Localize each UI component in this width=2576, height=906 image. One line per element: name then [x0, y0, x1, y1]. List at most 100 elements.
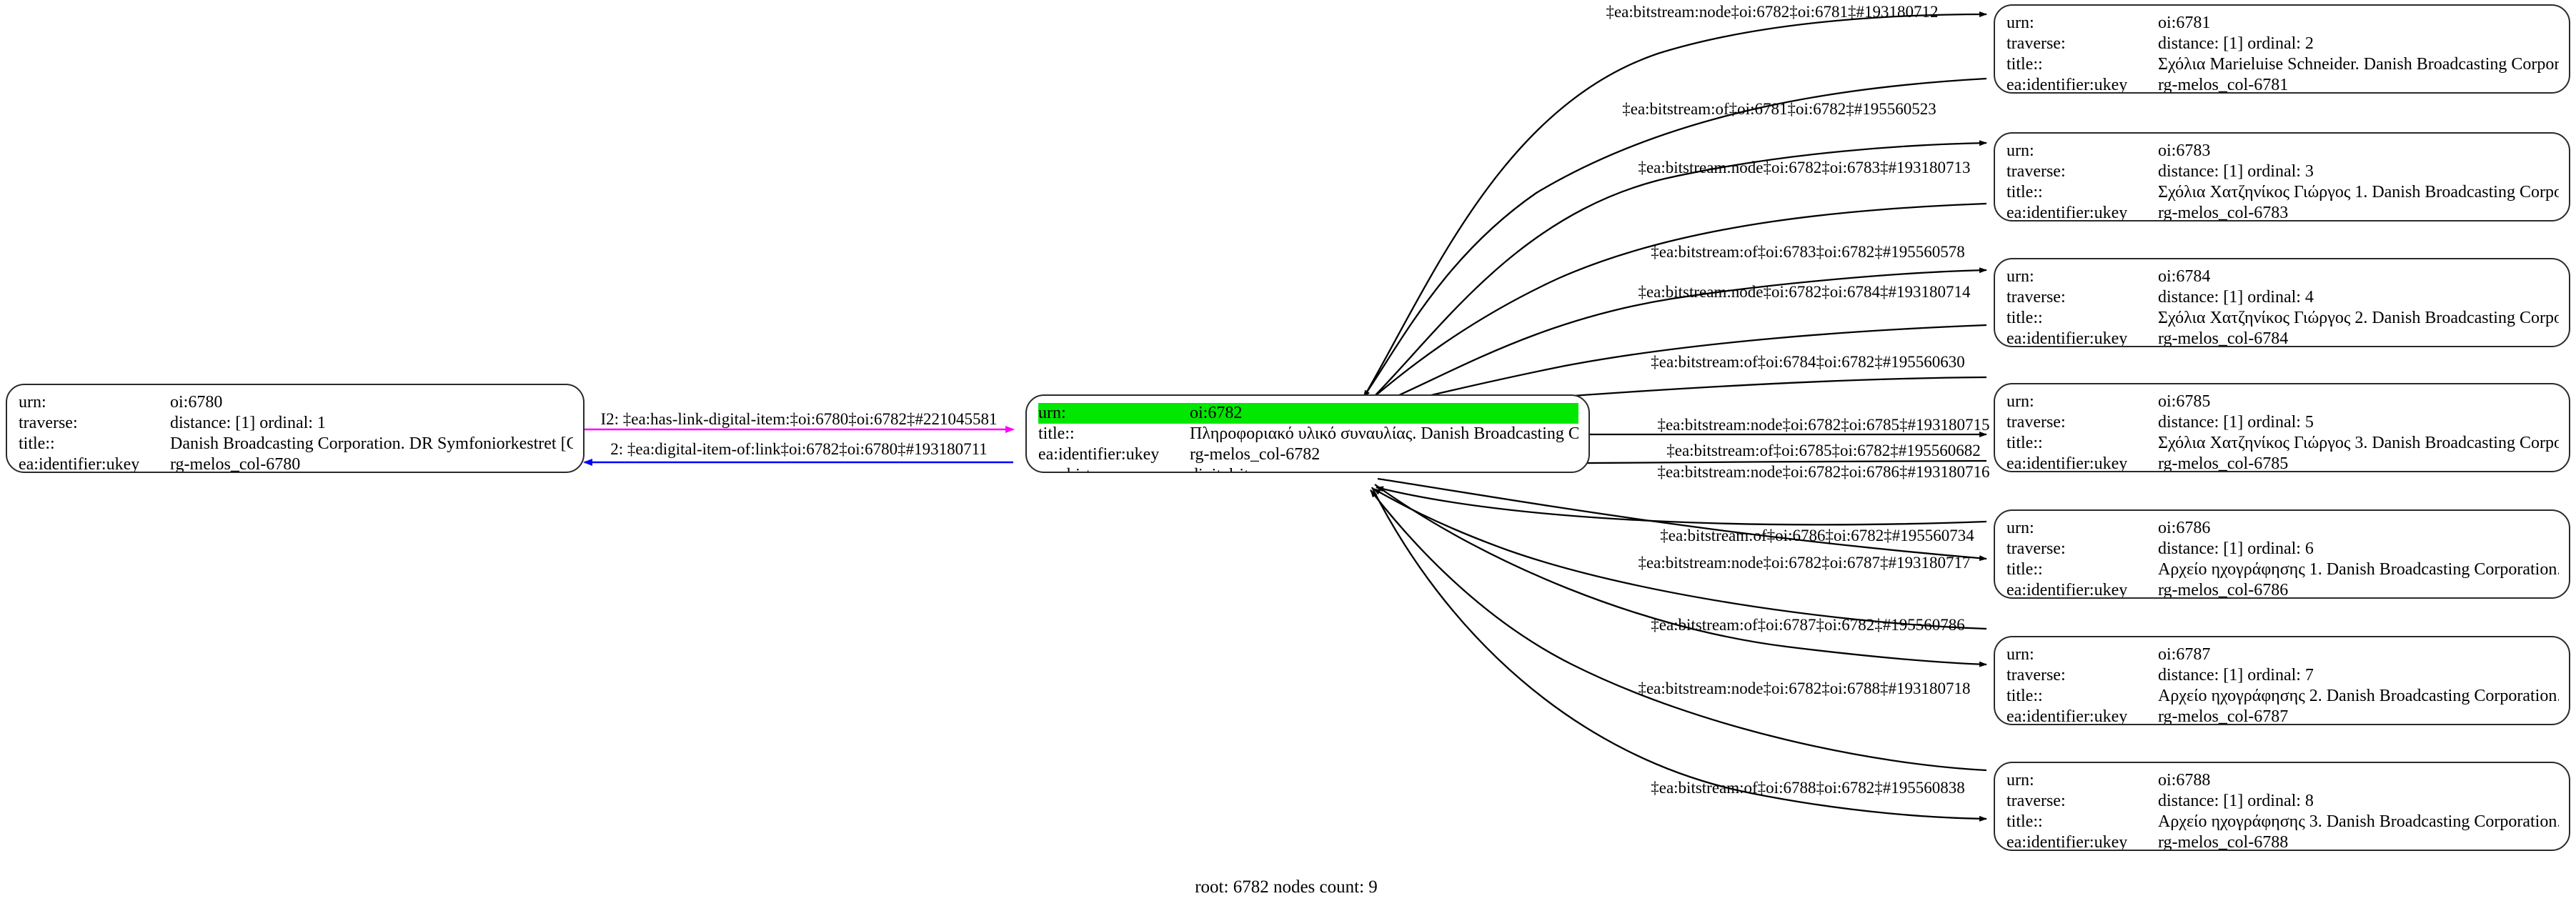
- field-label-ukey: ea:identifier:ukey: [2006, 204, 2128, 221]
- field-value-ukey: rg-melos_col-6787: [2158, 707, 2289, 725]
- node-row-title: title:: Σχόλια Χατζηνίκος Γιώργος 3. Dan…: [2006, 433, 2559, 454]
- field-value-traverse: distance: [1] ordinal: 8: [2158, 792, 2314, 810]
- node-row-ukey: ea:identifier:ukey rg-melos_col-6788: [2006, 832, 2559, 851]
- node-row-ukey: ea:identifier:ukey rg-melos_col-6786: [2006, 580, 2559, 599]
- field-value-urn: oi:6785: [2158, 392, 2211, 411]
- field-label-title: title::: [2006, 55, 2043, 74]
- field-value-traverse: distance: [1] ordinal: 2: [2158, 34, 2314, 53]
- field-label-title: title::: [2006, 434, 2043, 452]
- edge-label-of-6785: ‡ea:bitstream:of‡oi:6785‡oi:6782‡#195560…: [1666, 442, 1981, 459]
- edge-label-left-backward: 2: ‡ea:digital-item-of:link‡oi:6782‡oi:6…: [610, 440, 988, 458]
- field-label-urn: urn:: [2006, 267, 2034, 286]
- field-value-urn: oi:6788: [2158, 771, 2211, 790]
- node-row-title: title:: Danish Broadcasting Corporation.…: [19, 434, 573, 454]
- field-label-ukey: ea:identifier:ukey: [2006, 707, 2128, 725]
- field-label-ukey: ea:identifier:ukey: [2006, 454, 2128, 472]
- field-label-urn: urn:: [1038, 403, 1190, 424]
- node-row-traverse: traverse: distance: [1] ordinal: 4: [2006, 287, 2559, 308]
- node-row-ukey: ea:identifier:ukey rg-melos_col-6784: [2006, 329, 2559, 347]
- field-value-title: Σχόλια Χατζηνίκος Γιώργος 2. Danish Broa…: [2158, 309, 2559, 327]
- edge-label-left-forward: I2: ‡ea:has-link-digital-item:‡oi:6780‡o…: [600, 410, 998, 428]
- node-row-ukey: ea:identifier:ukey rg-melos_col-6782: [1038, 444, 1578, 465]
- node-row-urn: urn: oi:6781: [2006, 13, 2559, 34]
- graph-caption: root: 6782 nodes count: 9: [1195, 877, 1378, 897]
- field-value-title: Σχόλια Χατζηνίκος Γιώργος 3. Danish Broa…: [2158, 434, 2559, 452]
- edge-label-of-6788: ‡ea:bitstream:of‡oi:6788‡oi:6782‡#195560…: [1651, 779, 1965, 797]
- field-label-title: title::: [2006, 309, 2043, 327]
- field-label-ukey: ea:identifier:ukey: [2006, 833, 2128, 851]
- edge-label-node-6785: ‡ea:bitstream:node‡oi:6782‡oi:6785‡#1931…: [1657, 416, 1990, 434]
- field-value-title: Σχόλια Χατζηνίκος Γιώργος 1. Danish Broa…: [2158, 183, 2559, 201]
- node-oi-6785[interactable]: urn: oi:6785 traverse: distance: [1] ord…: [1994, 383, 2570, 472]
- field-label-title: title::: [2006, 560, 2043, 579]
- field-label-traverse: traverse:: [2006, 413, 2066, 432]
- field-label-urn: urn:: [2006, 645, 2034, 664]
- edge-label-of-6783: ‡ea:bitstream:of‡oi:6783‡oi:6782‡#195560…: [1651, 243, 1965, 261]
- node-row-title: title:: Σχόλια Χατζηνίκος Γιώργος 2. Dan…: [2006, 308, 2559, 329]
- node-oi-6787[interactable]: urn: oi:6787 traverse: distance: [1] ord…: [1994, 636, 2570, 725]
- field-label-urn: urn:: [2006, 392, 2034, 411]
- field-label-urn: urn:: [2006, 141, 2034, 160]
- node-row-urn: urn: oi:6788: [2006, 770, 2559, 791]
- field-value-title: Αρχείο ηχογράφησης 3. Danish Broadcastin…: [2158, 812, 2559, 831]
- field-value-title: Danish Broadcasting Corporation. DR Symf…: [170, 434, 573, 453]
- field-value-ukey: rg-melos_col-6784: [2158, 329, 2289, 347]
- node-row-title: title:: Σχόλια Marieluise Schneider. Dan…: [2006, 54, 2559, 75]
- node-row-title: title:: Αρχείο ηχογράφησης 3. Danish Bro…: [2006, 812, 2559, 832]
- field-value-title: Αρχείο ηχογράφησης 1. Danish Broadcastin…: [2158, 560, 2559, 579]
- field-value-traverse: distance: [1] ordinal: 1: [170, 414, 326, 432]
- node-row-title: title:: Σχόλια Χατζηνίκος Γιώργος 1. Dan…: [2006, 182, 2559, 203]
- field-value-objtype: digital-item: [1190, 465, 1578, 472]
- node-oi-6783[interactable]: urn: oi:6783 traverse: distance: [1] ord…: [1994, 132, 2570, 221]
- field-value-urn: oi:6782: [1190, 403, 1578, 424]
- node-row-ukey: ea:identifier:ukey rg-melos_col-6780: [19, 454, 573, 473]
- field-value-traverse: distance: [1] ordinal: 3: [2158, 162, 2314, 181]
- node-oi-6784[interactable]: urn: oi:6784 traverse: distance: [1] ord…: [1994, 258, 2570, 347]
- node-oi-6781[interactable]: urn: oi:6781 traverse: distance: [1] ord…: [1994, 4, 2570, 94]
- field-value-ukey: rg-melos_col-6782: [1190, 445, 1321, 464]
- node-row-ukey: ea:identifier:ukey rg-melos_col-6785: [2006, 454, 2559, 472]
- node-oi-6782-root[interactable]: urn: oi:6782 title:: Πληροφοριακό υλικό …: [1025, 394, 1590, 473]
- node-oi-6780[interactable]: urn: oi:6780 traverse: distance: [1] ord…: [6, 384, 585, 473]
- field-label-objtype: ea:obj-type:: [1038, 465, 1190, 472]
- node-oi-6786[interactable]: urn: oi:6786 traverse: distance: [1] ord…: [1994, 509, 2570, 599]
- field-value-title: Αρχείο ηχογράφησης 2. Danish Broadcastin…: [2158, 687, 2559, 705]
- edge-label-node-6786: ‡ea:bitstream:node‡oi:6782‡oi:6786‡#1931…: [1657, 463, 1990, 481]
- edge-label-node-6783: ‡ea:bitstream:node‡oi:6782‡oi:6783‡#1931…: [1638, 159, 1971, 176]
- edge-label-node-6787: ‡ea:bitstream:node‡oi:6782‡oi:6787‡#1931…: [1638, 554, 1971, 572]
- field-value-title: Πληροφοριακό υλικό συναυλίας. Danish Bro…: [1190, 424, 1578, 443]
- field-label-urn: urn:: [2006, 14, 2034, 32]
- field-label-traverse: traverse:: [2006, 288, 2066, 307]
- node-row-urn: urn: oi:6780: [19, 392, 573, 413]
- node-row-urn: urn: oi:6785: [2006, 392, 2559, 412]
- edge-of-6781: [1363, 77, 1987, 398]
- edge-of-6786: [1376, 486, 1987, 526]
- field-value-urn: oi:6780: [170, 393, 223, 412]
- node-oi-6788[interactable]: urn: oi:6788 traverse: distance: [1] ord…: [1994, 762, 2570, 851]
- field-value-ukey: rg-melos_col-6786: [2158, 581, 2289, 599]
- edge-of-6783: [1368, 202, 1987, 402]
- field-label-ukey: ea:identifier:ukey: [2006, 581, 2128, 599]
- field-label-title: title::: [19, 434, 55, 453]
- edge-label-of-6784: ‡ea:bitstream:of‡oi:6784‡oi:6782‡#195560…: [1651, 353, 1965, 371]
- field-label-ukey: ea:identifier:ukey: [2006, 329, 2128, 347]
- edge-node-6787: [1374, 484, 1987, 667]
- node-row-traverse: traverse: distance: [1] ordinal: 2: [2006, 34, 2559, 54]
- field-label-ukey: ea:identifier:ukey: [1038, 445, 1160, 464]
- field-value-urn: oi:6787: [2158, 645, 2211, 664]
- field-value-ukey: rg-melos_col-6780: [170, 455, 301, 473]
- field-value-ukey: rg-melos_col-6788: [2158, 833, 2289, 851]
- field-label-traverse: traverse:: [2006, 162, 2066, 181]
- node-row-urn: urn: oi:6786: [2006, 518, 2559, 539]
- field-label-traverse: traverse:: [2006, 792, 2066, 810]
- field-label-title: title::: [1038, 424, 1075, 443]
- field-label-traverse: traverse:: [2006, 666, 2066, 685]
- edge-label-of-6786: ‡ea:bitstream:of‡oi:6786‡oi:6782‡#195560…: [1660, 527, 1974, 544]
- node-row-ukey: ea:identifier:ukey rg-melos_col-6787: [2006, 707, 2559, 725]
- field-value-urn: oi:6783: [2158, 141, 2211, 160]
- node-row-title: title:: Αρχείο ηχογράφησης 2. Danish Bro…: [2006, 686, 2559, 707]
- field-value-traverse: distance: [1] ordinal: 7: [2158, 666, 2314, 685]
- field-value-traverse: distance: [1] ordinal: 5: [2158, 413, 2314, 432]
- field-label-urn: urn:: [2006, 519, 2034, 537]
- node-row-urn: urn: oi:6784: [2006, 267, 2559, 287]
